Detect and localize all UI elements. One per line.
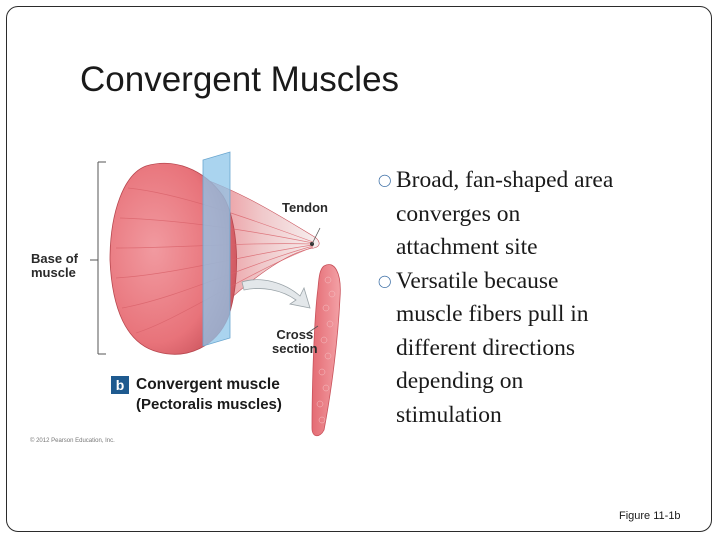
base-of-muscle-label: Base of muscle <box>31 251 78 281</box>
bullet-text: depending on <box>396 368 524 394</box>
hollow-bullet-icon: ◯ <box>378 273 392 288</box>
copyright-notice: © 2012 Pearson Education, Inc. <box>30 438 115 444</box>
bullet-item: ◯ Broad, fan-shaped area converges on att… <box>378 164 698 265</box>
slide-title: Convergent Muscles <box>80 60 400 99</box>
bullet-text: Versatile because <box>396 267 559 294</box>
base-bracket <box>90 161 106 355</box>
convergent-muscle-figure: Tendon Base of muscle Cross section b Co… <box>28 148 368 448</box>
bullet-text: attachment site <box>396 234 538 260</box>
cross-section <box>311 264 341 437</box>
figure-part-badge: b <box>111 376 129 394</box>
cross-label-line1: Cross <box>276 327 314 342</box>
bullet-text: Broad, fan-shaped area <box>396 167 614 193</box>
bullet-item: ◯ Versatile because muscle fibers pull in… <box>378 265 698 433</box>
figure-caption-subtitle: (Pectoralis muscles) <box>136 396 282 413</box>
hollow-bullet-icon: ◯ <box>378 173 392 187</box>
cross-section-cells <box>316 276 336 424</box>
bullet-text: converges on <box>396 200 521 227</box>
tendon-label: Tendon <box>282 200 328 215</box>
cross-section-arrow <box>241 279 311 309</box>
section-plane <box>202 151 231 347</box>
bullet-text: stimulation <box>396 401 502 428</box>
figure-caption-title: Convergent muscle <box>136 376 280 393</box>
figure-reference: Figure 11-1b <box>619 510 681 522</box>
cross-label-line2: section <box>272 341 318 357</box>
muscle-illustration <box>90 151 341 437</box>
bullet-list: ◯ Broad, fan-shaped area converges on att… <box>378 164 698 432</box>
base-label-line1: Base of <box>31 251 78 266</box>
bullet-text: different directions <box>396 334 576 361</box>
bullet-text: muscle fibers pull in <box>396 301 589 327</box>
cross-section-label: Cross section <box>272 327 318 357</box>
base-label-line2: muscle <box>31 265 76 281</box>
